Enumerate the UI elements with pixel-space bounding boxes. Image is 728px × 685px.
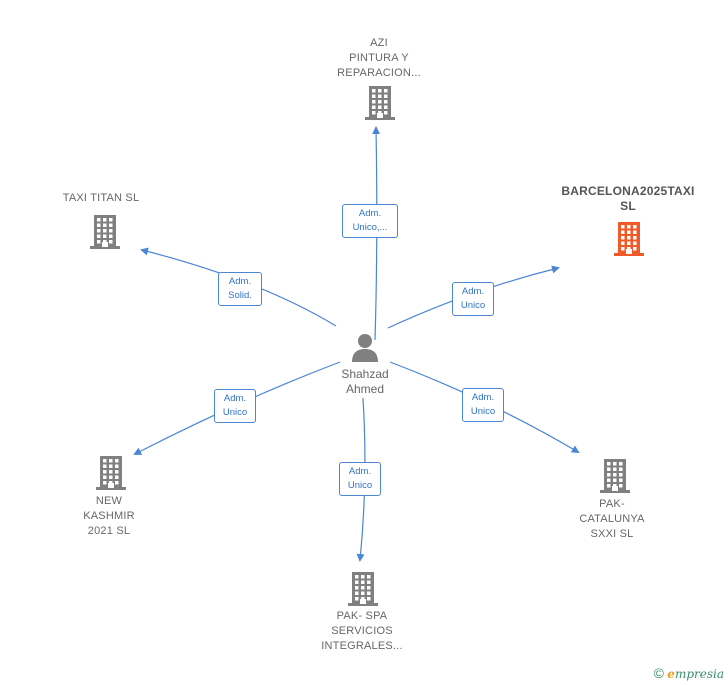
building-icon: [96, 456, 126, 490]
company-node-new-kashmir[interactable]: [96, 456, 126, 495]
role-label-new-kashmir[interactable]: Adm. Unico: [214, 389, 256, 423]
company-label-pak-catalunya[interactable]: PAK- CATALUNYA SXXI SL: [579, 498, 645, 540]
company-node-barcelona[interactable]: [614, 222, 644, 261]
company-label-new-kashmir[interactable]: NEW KASHMIR 2021 SL: [83, 495, 135, 537]
company-node-pak-spa[interactable]: [348, 572, 378, 611]
person-node[interactable]: [350, 332, 380, 362]
building-icon: [90, 215, 120, 249]
role-label-pak-catalunya[interactable]: Adm. Unico: [462, 388, 504, 422]
company-label-pak-spa[interactable]: PAK- SPA SERVICIOS INTEGRALES...: [321, 610, 403, 652]
building-icon: [614, 222, 644, 256]
copyright-icon: ©: [653, 665, 664, 681]
company-label-taxi-titan[interactable]: TAXI TITAN SL: [62, 192, 140, 204]
role-label-pak-spa[interactable]: Adm. Unico: [339, 462, 381, 496]
building-icon: [365, 86, 395, 120]
brand-footer: © empresia: [654, 665, 724, 681]
role-label-taxi-titan[interactable]: Adm. Solid.: [218, 272, 262, 306]
role-label-barcelona[interactable]: Adm. Unico: [452, 282, 494, 316]
person-name: Shahzad Ahmed: [341, 367, 389, 396]
company-node-azi[interactable]: [365, 86, 395, 125]
company-node-pak-catalunya[interactable]: [600, 459, 630, 498]
company-node-taxi-titan[interactable]: [90, 215, 120, 254]
company-label-azi[interactable]: AZI PINTURA Y REPARACION...: [337, 37, 421, 79]
building-icon: [600, 459, 630, 493]
role-label-azi[interactable]: Adm. Unico,...: [342, 204, 398, 238]
person-icon: [352, 334, 378, 362]
company-label-barcelona[interactable]: BARCELONA2025TAXI SL: [561, 184, 695, 213]
brand-logo: empresia: [667, 667, 724, 681]
building-icon: [348, 572, 378, 606]
